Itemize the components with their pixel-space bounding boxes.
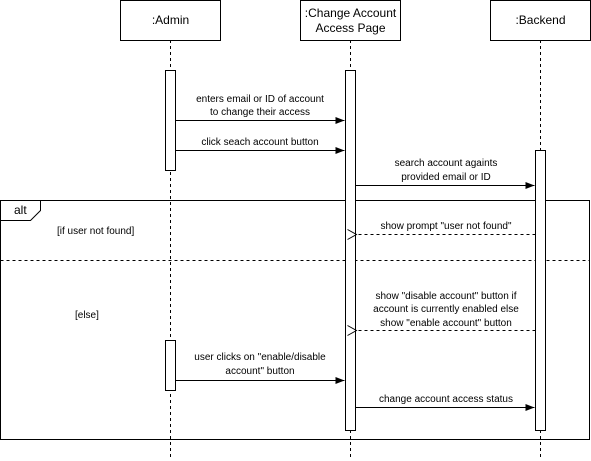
message-label-line-2: to change their access [210,107,310,118]
alt-operator-label: alt [14,203,27,217]
message-label: change account access status [379,394,513,405]
alt-fragment-frame [0,200,590,440]
lifeline-change-access-page: :Change Account Access Page [300,0,401,460]
message-label-line-2: account" button [225,366,294,377]
message-label-line-1: show "disable account" button if [375,291,516,302]
message-click-search-button: click seach account button [175,137,345,154]
lifeline-page-title-line-1: :Change Account [305,6,397,20]
activation-admin-2 [165,340,176,391]
activation-page [345,70,356,431]
lifeline-admin: :Admin [120,0,221,460]
lifeline-admin-head [120,0,221,41]
lifeline-backend-title: :Backend [515,13,565,27]
message-label-line-2: provided email or ID [401,172,490,183]
message-label-line-2: account is currently enabled else [373,304,519,315]
message-search-account: search account againts provided email or… [355,158,535,189]
message-label-line-3: show "enable account" button [380,318,512,329]
message-user-not-found-reply: show prompt "user not found" [357,221,536,235]
message-label-line-1: search account againts [395,158,498,169]
message-change-access-status: change account access status [355,394,535,411]
activation-backend [535,150,546,431]
message-user-clicks-enable-disable: user clicks on "enable/disable account" … [175,352,345,384]
message-label-line-1: enters email or ID of account [196,94,324,105]
message-enter-email-or-id: enters email or ID of account to change … [175,94,345,124]
lifeline-page-head [300,0,401,41]
lifeline-page-title-line-2: Access Page [315,21,385,35]
message-label: show prompt "user not found" [380,221,512,232]
alt-fragment: alt [if user not found] [else] [0,200,590,440]
alt-operator-tab [0,200,41,221]
activation-admin-1 [165,70,176,171]
message-show-toggle-button-reply: show "disable account" button if account… [357,291,536,331]
message-label: click seach account button [201,137,318,148]
guard-else: [else] [75,310,99,321]
message-label-line-1: user clicks on "enable/disable [194,352,326,363]
guard-if-user-not-found: [if user not found] [57,226,134,237]
lifeline-admin-title: :Admin [152,13,189,27]
